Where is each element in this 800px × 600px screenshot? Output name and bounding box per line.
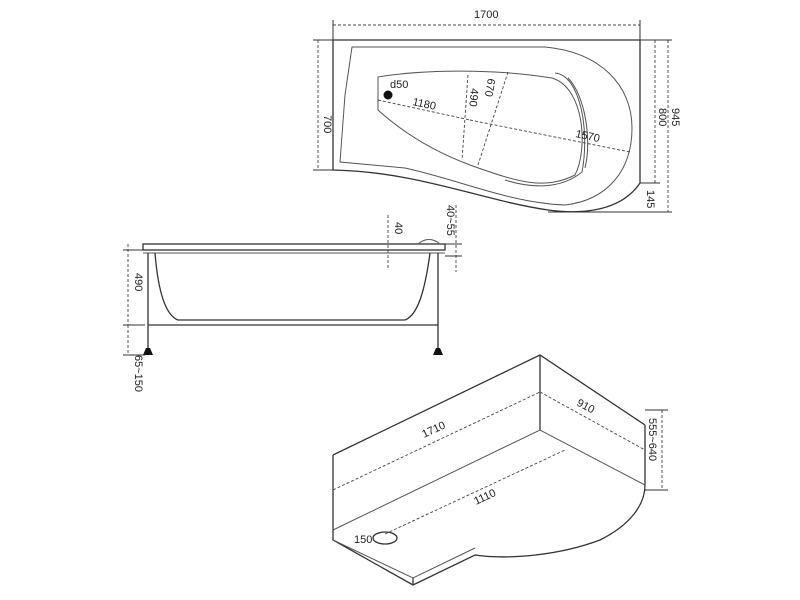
dim-rim-40: 40	[392, 222, 404, 234]
top-view-outer-outline	[332, 39, 641, 213]
iso-view-inner-edge	[332, 429, 646, 531]
dim-height-800: 800	[656, 108, 668, 126]
dim-width-1700: 1700	[474, 9, 498, 21]
dim-rim-range-40-55: 40~55	[444, 205, 456, 236]
iso-view-top-edge	[332, 354, 646, 456]
side-view-rim	[142, 243, 446, 251]
top-view-armrest	[504, 72, 586, 187]
top-view-drain-hole	[383, 90, 393, 100]
side-view-right-foot	[433, 348, 443, 355]
dim-height-700: 700	[321, 115, 333, 133]
dim-drain-150: 150	[354, 534, 372, 546]
dim-diagonal-1570: 1570	[574, 128, 600, 145]
side-view-left-foot	[143, 348, 153, 355]
top-view-basin	[377, 70, 583, 184]
dim-end-width-910: 910	[575, 397, 597, 416]
dim-legs-65-150: 65~150	[132, 355, 144, 392]
dim-inner-length-1180: 1180	[411, 96, 437, 113]
dim-height-555-640: 555~640	[646, 418, 658, 461]
top-view: d50 1700 700 800 945 145 1180 1570 490 6…	[313, 9, 681, 213]
dim-inner-width-490: 490	[466, 88, 480, 107]
dim-offset-145: 145	[644, 190, 656, 208]
side-view: 490 65~150 40 40~55	[123, 205, 462, 392]
top-view-armrest-inner	[567, 77, 589, 169]
side-view-headrest	[417, 239, 441, 245]
iso-view-body	[332, 484, 646, 586]
side-view-basin	[154, 252, 431, 321]
dim-diagonal-670: 670	[482, 77, 497, 97]
iso-view: 150 1710 1110 910 555~640	[332, 354, 668, 586]
iso-view-drain	[372, 531, 398, 545]
dim-depth-490: 490	[132, 273, 144, 291]
dim-inner-length-1110: 1110	[472, 487, 498, 508]
dim-height-945: 945	[669, 108, 681, 126]
top-view-inner-rim	[339, 46, 633, 206]
top-view-drain-label: d50	[390, 79, 408, 91]
